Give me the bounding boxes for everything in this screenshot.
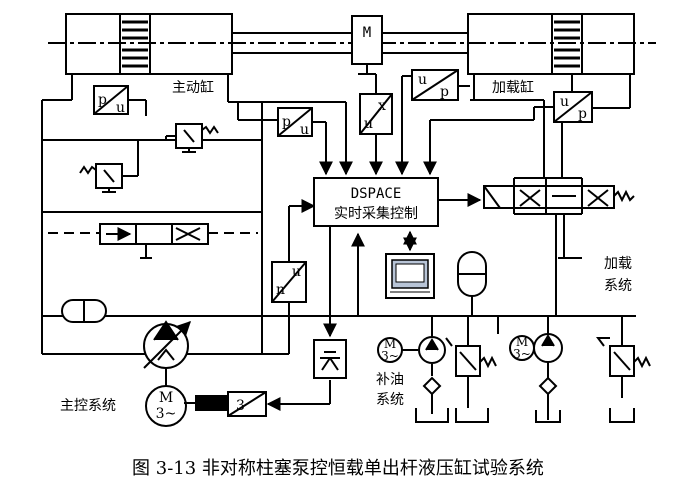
left-directional-valve	[99, 223, 209, 259]
top-motor-label: M	[363, 25, 371, 41]
load-motor-label-2: 3~	[513, 347, 531, 361]
main-motor	[145, 385, 187, 427]
figure-caption: 图 3-13 非对称柱塞泵控恒载单出杆液压缸试验系统	[132, 457, 544, 479]
oil-motor-label-1: M	[384, 337, 396, 351]
load-cylinder	[467, 13, 635, 75]
right-directional-valve	[483, 177, 635, 215]
label-oil-supply-1: 补油	[376, 372, 404, 388]
label-load-cylinder: 加载缸	[492, 79, 534, 96]
label-oil-supply-2: 系统	[376, 392, 404, 408]
label-main-cylinder: 主动缸	[172, 79, 214, 96]
sensor-up-top-a: u	[418, 72, 427, 88]
relief-valve-1	[165, 123, 219, 153]
label-load-system-2: 系统	[604, 278, 632, 294]
main-cylinder	[65, 13, 233, 75]
sensor-nu-a: n	[276, 282, 285, 298]
load-relief-valve	[596, 337, 651, 423]
main-motor-label-1: M	[159, 390, 173, 406]
sensor-up-right-b: p	[578, 106, 587, 122]
main-motor-label-2: 3~	[156, 406, 177, 422]
label-main-control-system: 主控系统	[60, 398, 116, 414]
load-motor-label-1: M	[516, 335, 528, 349]
load-motor	[509, 335, 535, 361]
sensor-pu-left-top-b: u	[116, 100, 125, 116]
sensor-pu-left-top-a: p	[98, 92, 107, 108]
sensor-up-top-b: p	[440, 84, 449, 100]
relief-valve-2	[79, 140, 139, 193]
pump-controller	[313, 339, 347, 379]
load-filter	[538, 376, 558, 396]
sensor-up-right-a: u	[560, 94, 569, 110]
label-realtime-control: 实时采集控制	[334, 205, 418, 222]
sensor-pu-center-a: p	[282, 114, 291, 130]
sensor-pu-center-b: u	[300, 122, 309, 138]
sensor-ux-a: u	[364, 116, 373, 132]
sensor-ux-b: x	[378, 98, 386, 114]
sensor-nu-b: u	[292, 264, 301, 280]
label-dspace: DSPACE	[351, 186, 402, 202]
computer-monitor	[385, 253, 435, 299]
label-load-system-1: 加载	[604, 256, 632, 272]
oil-supply-filter	[422, 376, 442, 396]
dspace-controller	[313, 177, 439, 227]
main-pump	[143, 320, 191, 369]
coupling	[195, 395, 229, 411]
converter-3-label: 3	[236, 398, 245, 414]
oil-motor-label-2: 3~	[381, 349, 399, 363]
